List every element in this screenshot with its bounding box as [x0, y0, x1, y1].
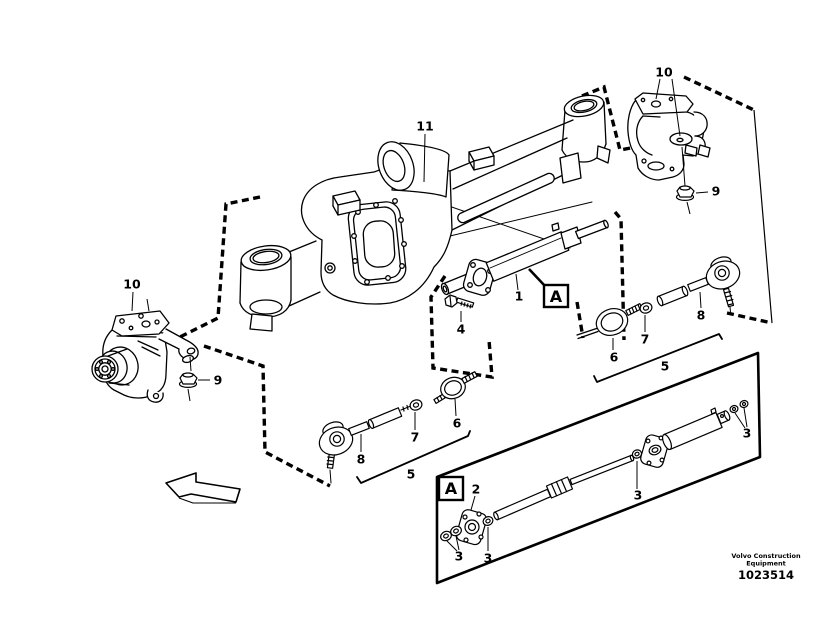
dashed-line-left-knuckle: [179, 195, 261, 339]
nut-right-drawing: [675, 146, 695, 215]
brand-line-2: Equipment: [746, 560, 786, 568]
callout-6-bushing-right: 6: [610, 350, 619, 365]
brand-line-1: Volvo Construction: [731, 552, 801, 560]
dashed-line-right-knuckle: [581, 84, 669, 152]
detail-marker-leader: [528, 268, 546, 287]
part-callouts: 11 10 10 9 9 1 4 6 7 8 5 6 7 8 5 2 3 3 3…: [123, 65, 751, 566]
association-line-right: [753, 109, 773, 324]
figure-number: 1023514: [738, 568, 794, 582]
callout-8-rod-end-left: 8: [357, 452, 366, 467]
detail-marker-main: A: [542, 283, 570, 309]
bracket-right: [593, 333, 723, 383]
callout-3-seal-pair: 3: [455, 549, 464, 564]
detail-marker-inset: A: [437, 475, 465, 502]
steering-knuckle-left-drawing: [91, 310, 199, 403]
detail-marker-inset-letter: A: [445, 479, 458, 498]
footer-brand-block: Volvo Construction Equipment 1023514: [731, 552, 801, 582]
nut-left-drawing: [178, 356, 198, 402]
callout-9-nut-right: 9: [712, 184, 721, 199]
callout-9-nut-left: 9: [214, 373, 223, 388]
callout-3-seal-inner: 3: [484, 551, 493, 566]
dashed-line-bushing-right: [575, 301, 585, 339]
dashed-line-right-top: [683, 75, 755, 112]
steering-knuckle-right-drawing: [627, 92, 711, 181]
dashed-line-right-bottom: [726, 311, 773, 325]
callout-1-cylinder: 1: [515, 289, 524, 304]
callout-7-washer-right: 7: [641, 332, 650, 347]
callout-11-axle-housing: 11: [416, 119, 433, 134]
dashed-line-cylinder-right: [613, 210, 626, 341]
callout-8-rod-end-right: 8: [697, 308, 706, 323]
bracket-left: [356, 430, 471, 484]
callout-6-bushing-left: 6: [453, 416, 462, 431]
dashed-line-left-tierod: [203, 344, 331, 488]
leader-lines: [131, 78, 748, 552]
callout-10-knuckle-left: 10: [123, 277, 141, 292]
assembly-dashed-lines: [179, 75, 773, 488]
detail-marker-main-letter: A: [550, 287, 563, 306]
steering-cylinder-drawing: [440, 219, 609, 296]
bolt-drawing: [444, 294, 475, 309]
tie-rod-left-drawing: [318, 371, 478, 484]
tie-rod-right-drawing: [576, 256, 741, 383]
callout-4-bolt: 4: [457, 322, 466, 337]
direction-arrow: [165, 472, 241, 504]
callout-2-flange: 2: [472, 482, 481, 497]
detail-inset-box: [435, 351, 762, 585]
callout-5-tie-rod-left: 5: [407, 467, 416, 482]
callout-10-knuckle-right: 10: [655, 65, 673, 80]
callout-7-washer-left: 7: [411, 430, 420, 445]
callout-5-tie-rod-right: 5: [661, 359, 670, 374]
axle-housing-drawing: [239, 94, 611, 332]
callout-3-seal-top-right: 3: [743, 426, 752, 441]
callout-3-seal-middle: 3: [634, 488, 643, 503]
dashed-line-bolt-group: [429, 275, 494, 380]
